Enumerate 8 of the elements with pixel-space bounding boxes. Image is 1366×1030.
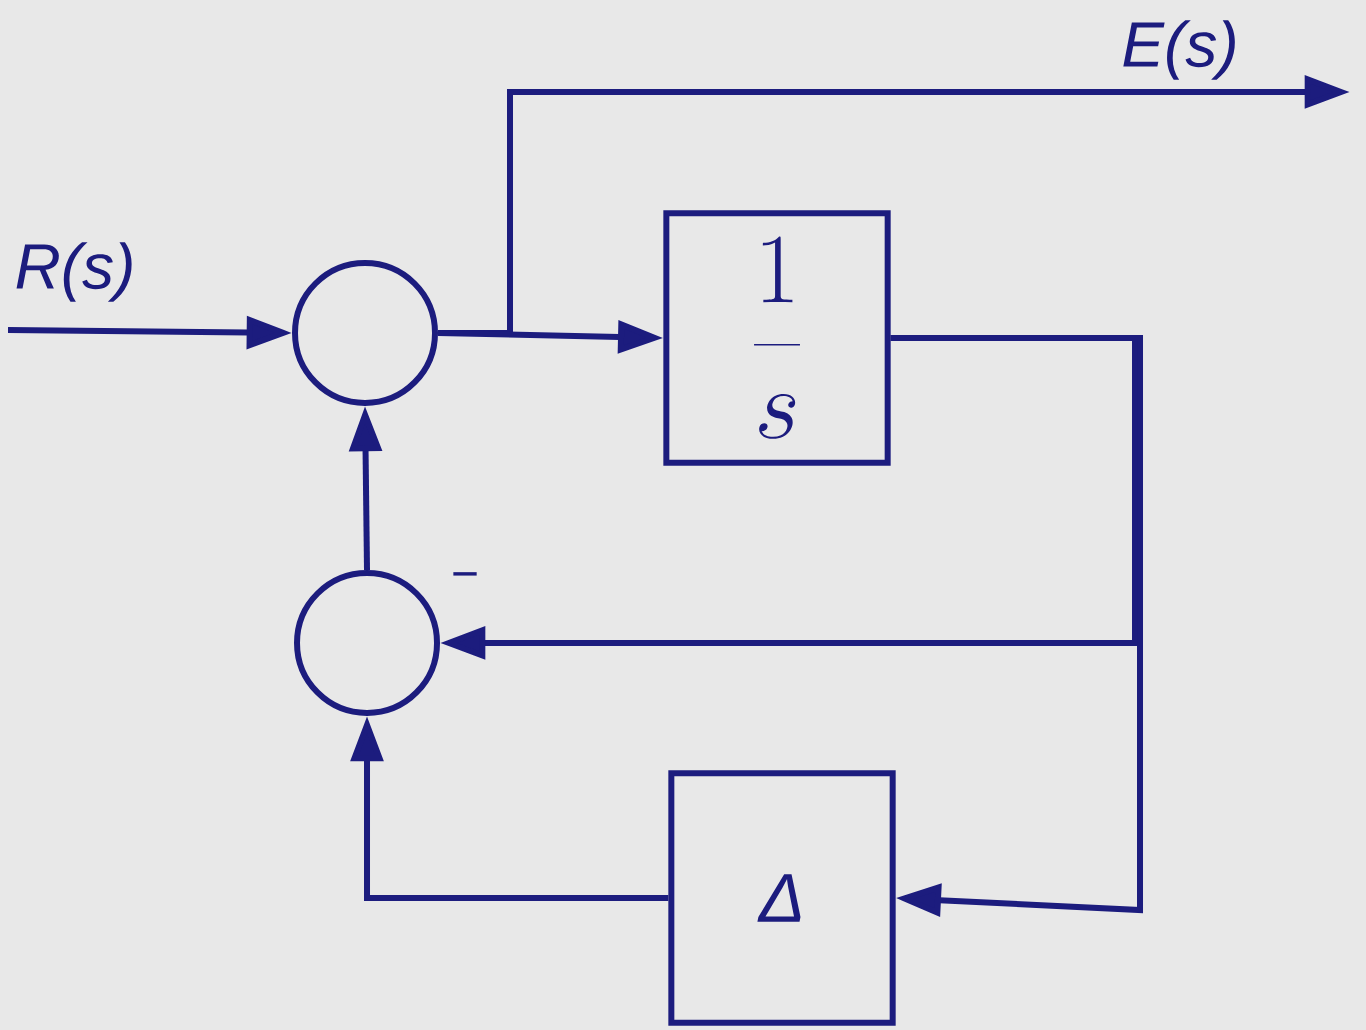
transfer-function-box: $\frac{1}{s}$ [663,210,891,466]
edge-label: R(s) [16,242,132,302]
summing-junction [294,570,440,716]
arrow [890,335,1143,918]
edge-label: E(s) [1123,20,1235,80]
transfer-function-box: Δ [668,770,896,1026]
minus-sign: − [453,572,477,576]
summing-junction [292,260,438,406]
